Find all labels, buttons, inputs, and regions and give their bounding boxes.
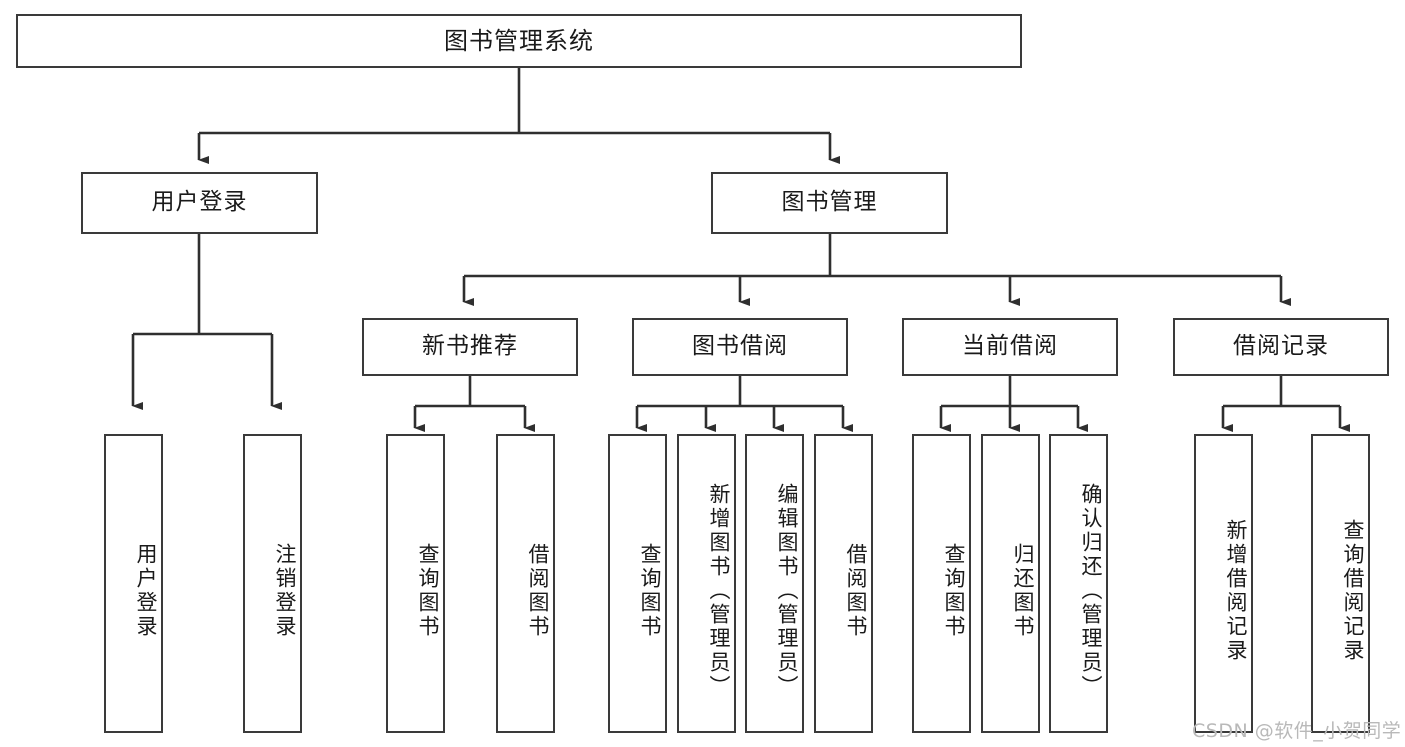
- node-book-management[interactable]: 图书管理: [711, 172, 948, 234]
- node-label: 新书推荐: [422, 333, 518, 360]
- node-label: 新增借阅记录: [1224, 518, 1248, 663]
- leaf-book-borrow-query[interactable]: 查询图书: [608, 434, 667, 733]
- node-label: 查询借阅记录: [1341, 518, 1365, 663]
- leaf-current-borrow-confirm[interactable]: 确认归还（管理员）: [1049, 434, 1108, 733]
- node-borrow-record[interactable]: 借阅记录: [1173, 318, 1389, 376]
- leaf-new-book-borrow[interactable]: 借阅图书: [496, 434, 555, 733]
- leaf-book-borrow-edit[interactable]: 编辑图书（管理员）: [745, 434, 804, 733]
- node-label: 当前借阅: [962, 333, 1058, 360]
- node-label: 图书借阅: [692, 333, 788, 360]
- node-label: 查询图书: [942, 542, 966, 639]
- node-label: 用户登录: [134, 542, 158, 639]
- leaf-book-borrow-borrow[interactable]: 借阅图书: [814, 434, 873, 733]
- node-label: 归还图书: [1011, 542, 1035, 639]
- node-label: 借阅图书: [844, 542, 868, 639]
- node-new-book-recommend[interactable]: 新书推荐: [362, 318, 578, 376]
- node-label: 新增图书（管理员）: [707, 482, 731, 699]
- leaf-user-login-logout[interactable]: 注销登录: [243, 434, 302, 733]
- node-label: 确认归还（管理员）: [1079, 482, 1103, 699]
- node-label: 借阅图书: [526, 542, 550, 639]
- node-label: 用户登录: [151, 189, 248, 216]
- leaf-current-borrow-return[interactable]: 归还图书: [981, 434, 1040, 733]
- node-label: 查询图书: [416, 542, 440, 639]
- node-label: 注销登录: [273, 542, 297, 639]
- leaf-borrow-record-query[interactable]: 查询借阅记录: [1311, 434, 1370, 733]
- node-label: 图书管理系统: [444, 26, 594, 55]
- node-label: 借阅记录: [1233, 333, 1329, 360]
- node-user-login[interactable]: 用户登录: [81, 172, 318, 234]
- leaf-borrow-record-add[interactable]: 新增借阅记录: [1194, 434, 1253, 733]
- node-label: 查询图书: [638, 542, 662, 639]
- node-book-borrow[interactable]: 图书借阅: [632, 318, 848, 376]
- leaf-current-borrow-query[interactable]: 查询图书: [912, 434, 971, 733]
- leaf-user-login-login[interactable]: 用户登录: [104, 434, 163, 733]
- node-root-book-management-system[interactable]: 图书管理系统: [16, 14, 1022, 68]
- leaf-new-book-query[interactable]: 查询图书: [386, 434, 445, 733]
- leaf-book-borrow-add[interactable]: 新增图书（管理员）: [677, 434, 736, 733]
- node-label: 编辑图书（管理员）: [775, 482, 799, 699]
- node-current-borrow[interactable]: 当前借阅: [902, 318, 1118, 376]
- node-label: 图书管理: [781, 189, 878, 216]
